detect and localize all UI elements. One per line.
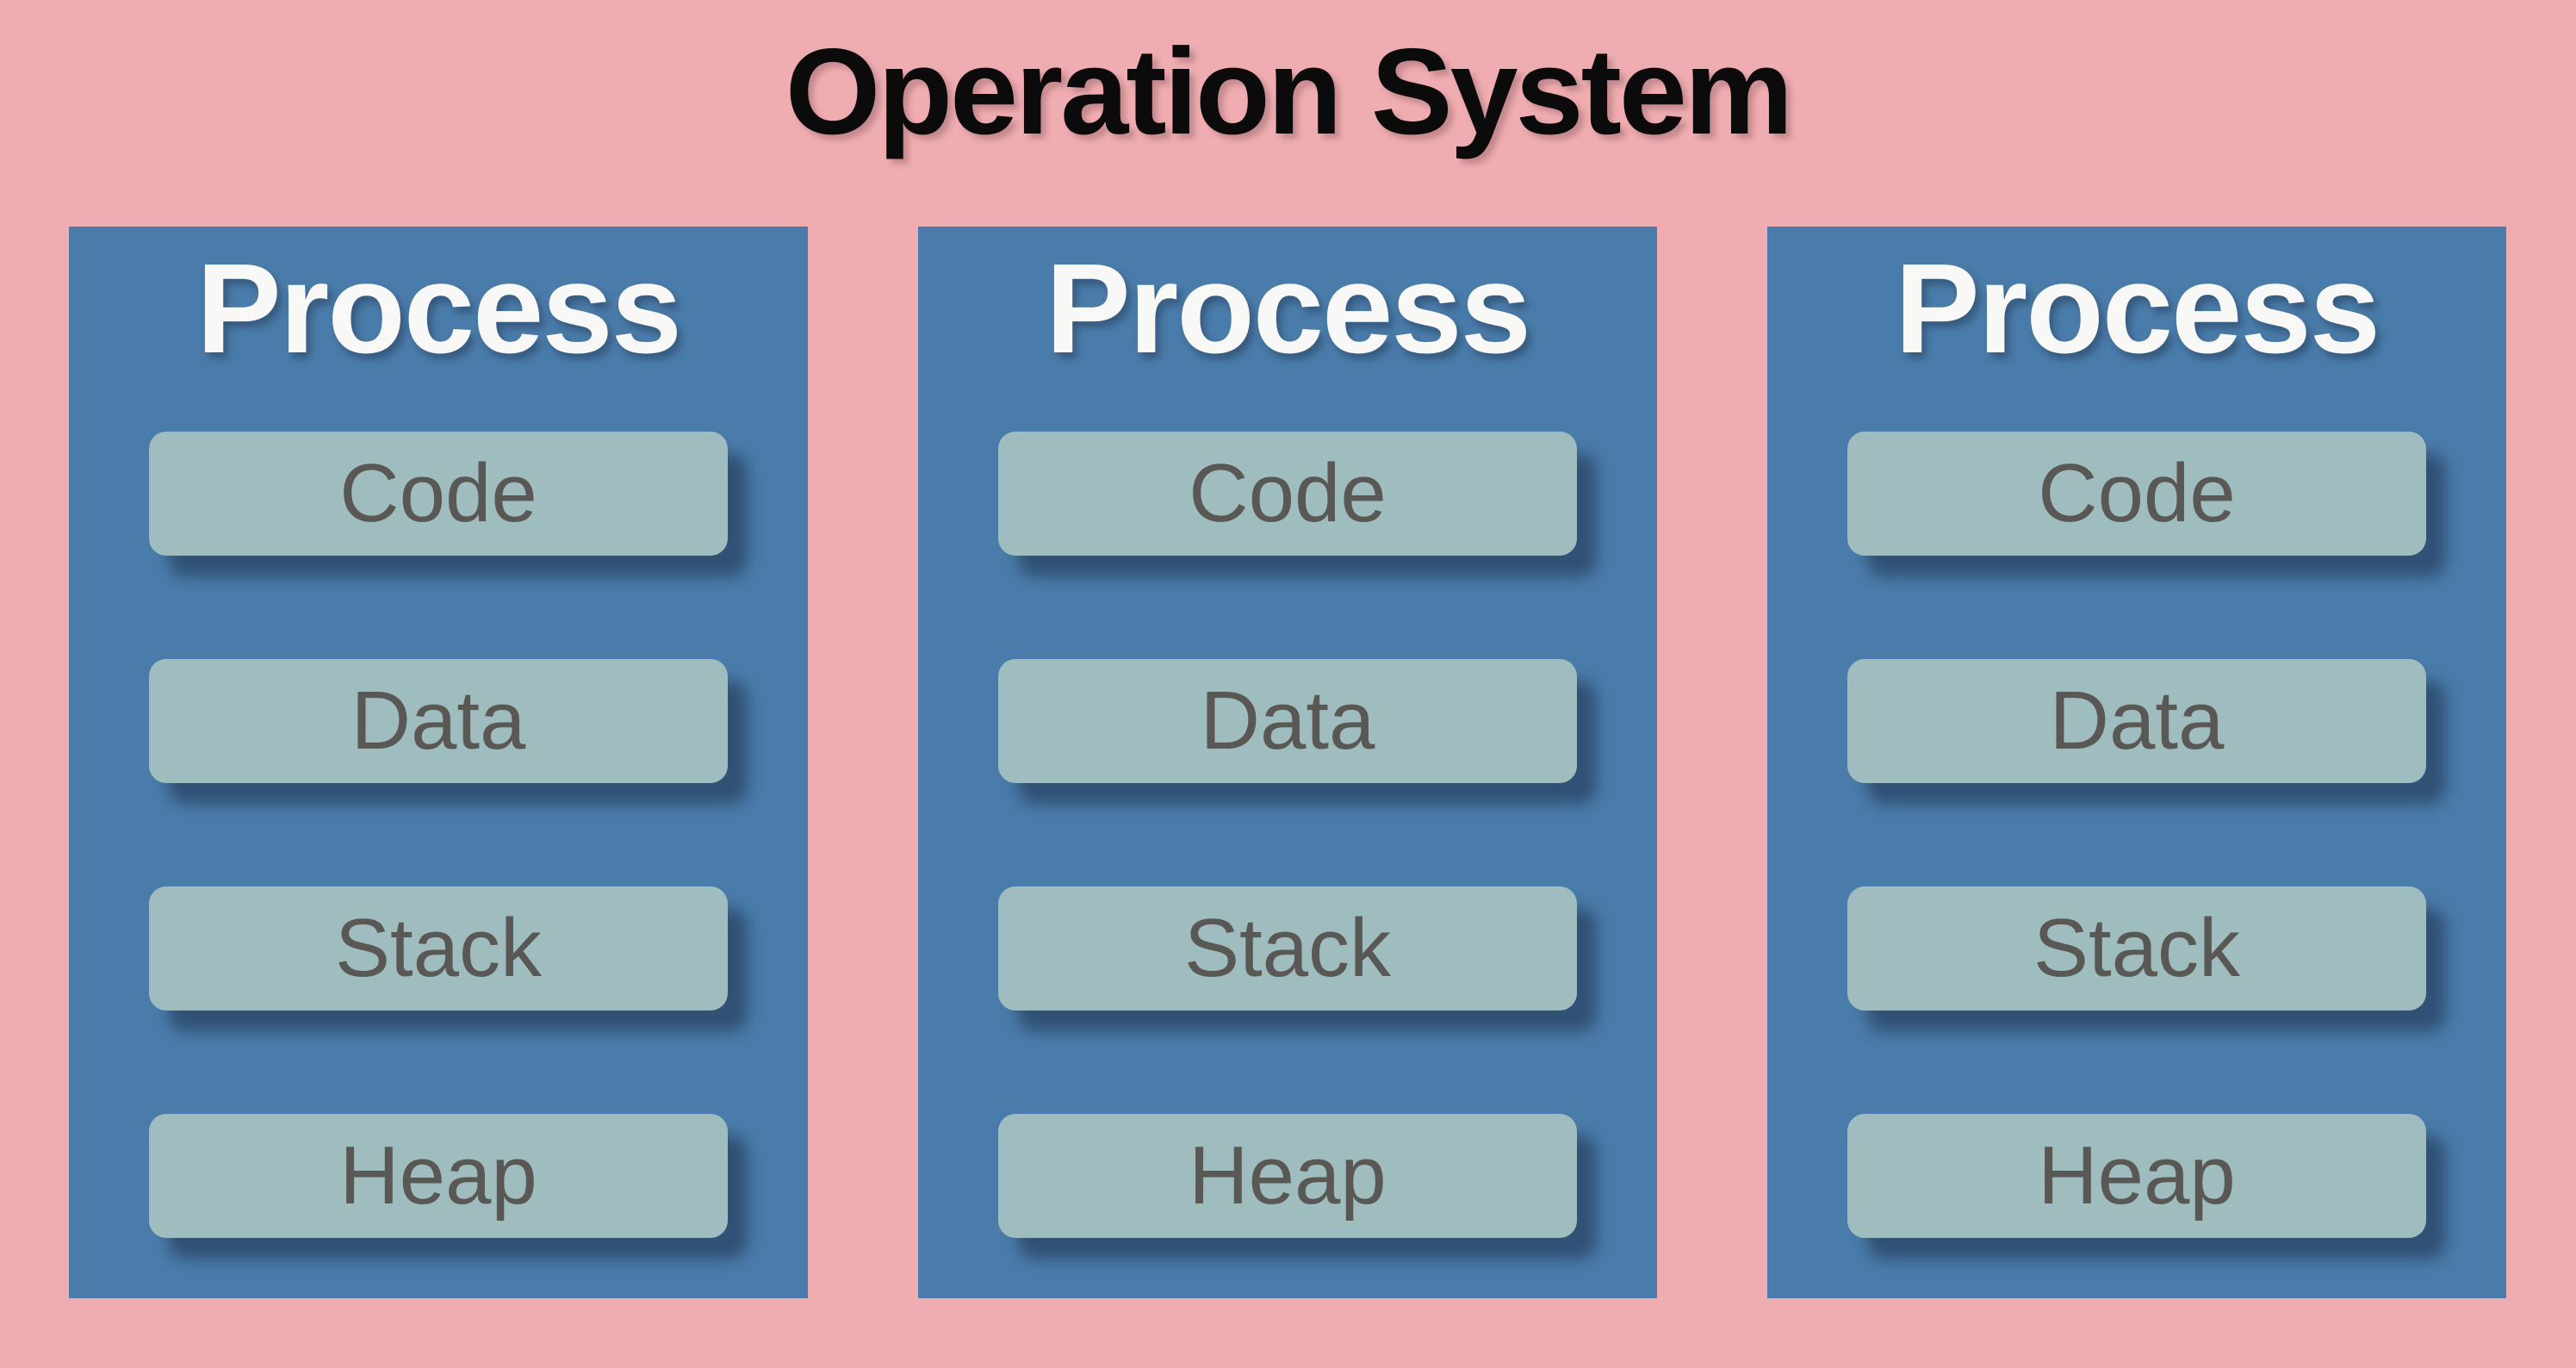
memory-segment-stack: Stack: [149, 886, 728, 1010]
memory-segment-code: Code: [998, 432, 1577, 556]
memory-segment-heap: Heap: [998, 1114, 1577, 1238]
process-title: Process: [196, 238, 682, 380]
memory-segment-code: Code: [1847, 432, 2426, 556]
process-title: Process: [1046, 238, 1531, 380]
process-card-2: Process Code Data Stack Heap: [918, 227, 1657, 1298]
memory-segment-data: Data: [1847, 659, 2426, 783]
process-card-1: Process Code Data Stack Heap: [69, 227, 808, 1298]
memory-segment-heap: Heap: [149, 1114, 728, 1238]
memory-segment-data: Data: [149, 659, 728, 783]
memory-segment-stack: Stack: [1847, 886, 2426, 1010]
process-title: Process: [1895, 238, 2380, 380]
diagram-title: Operation System: [785, 23, 1793, 160]
memory-segment-data: Data: [998, 659, 1577, 783]
memory-segment-heap: Heap: [1847, 1114, 2426, 1238]
memory-segment-code: Code: [149, 432, 728, 556]
memory-segment-stack: Stack: [998, 886, 1577, 1010]
process-card-3: Process Code Data Stack Heap: [1767, 227, 2506, 1298]
